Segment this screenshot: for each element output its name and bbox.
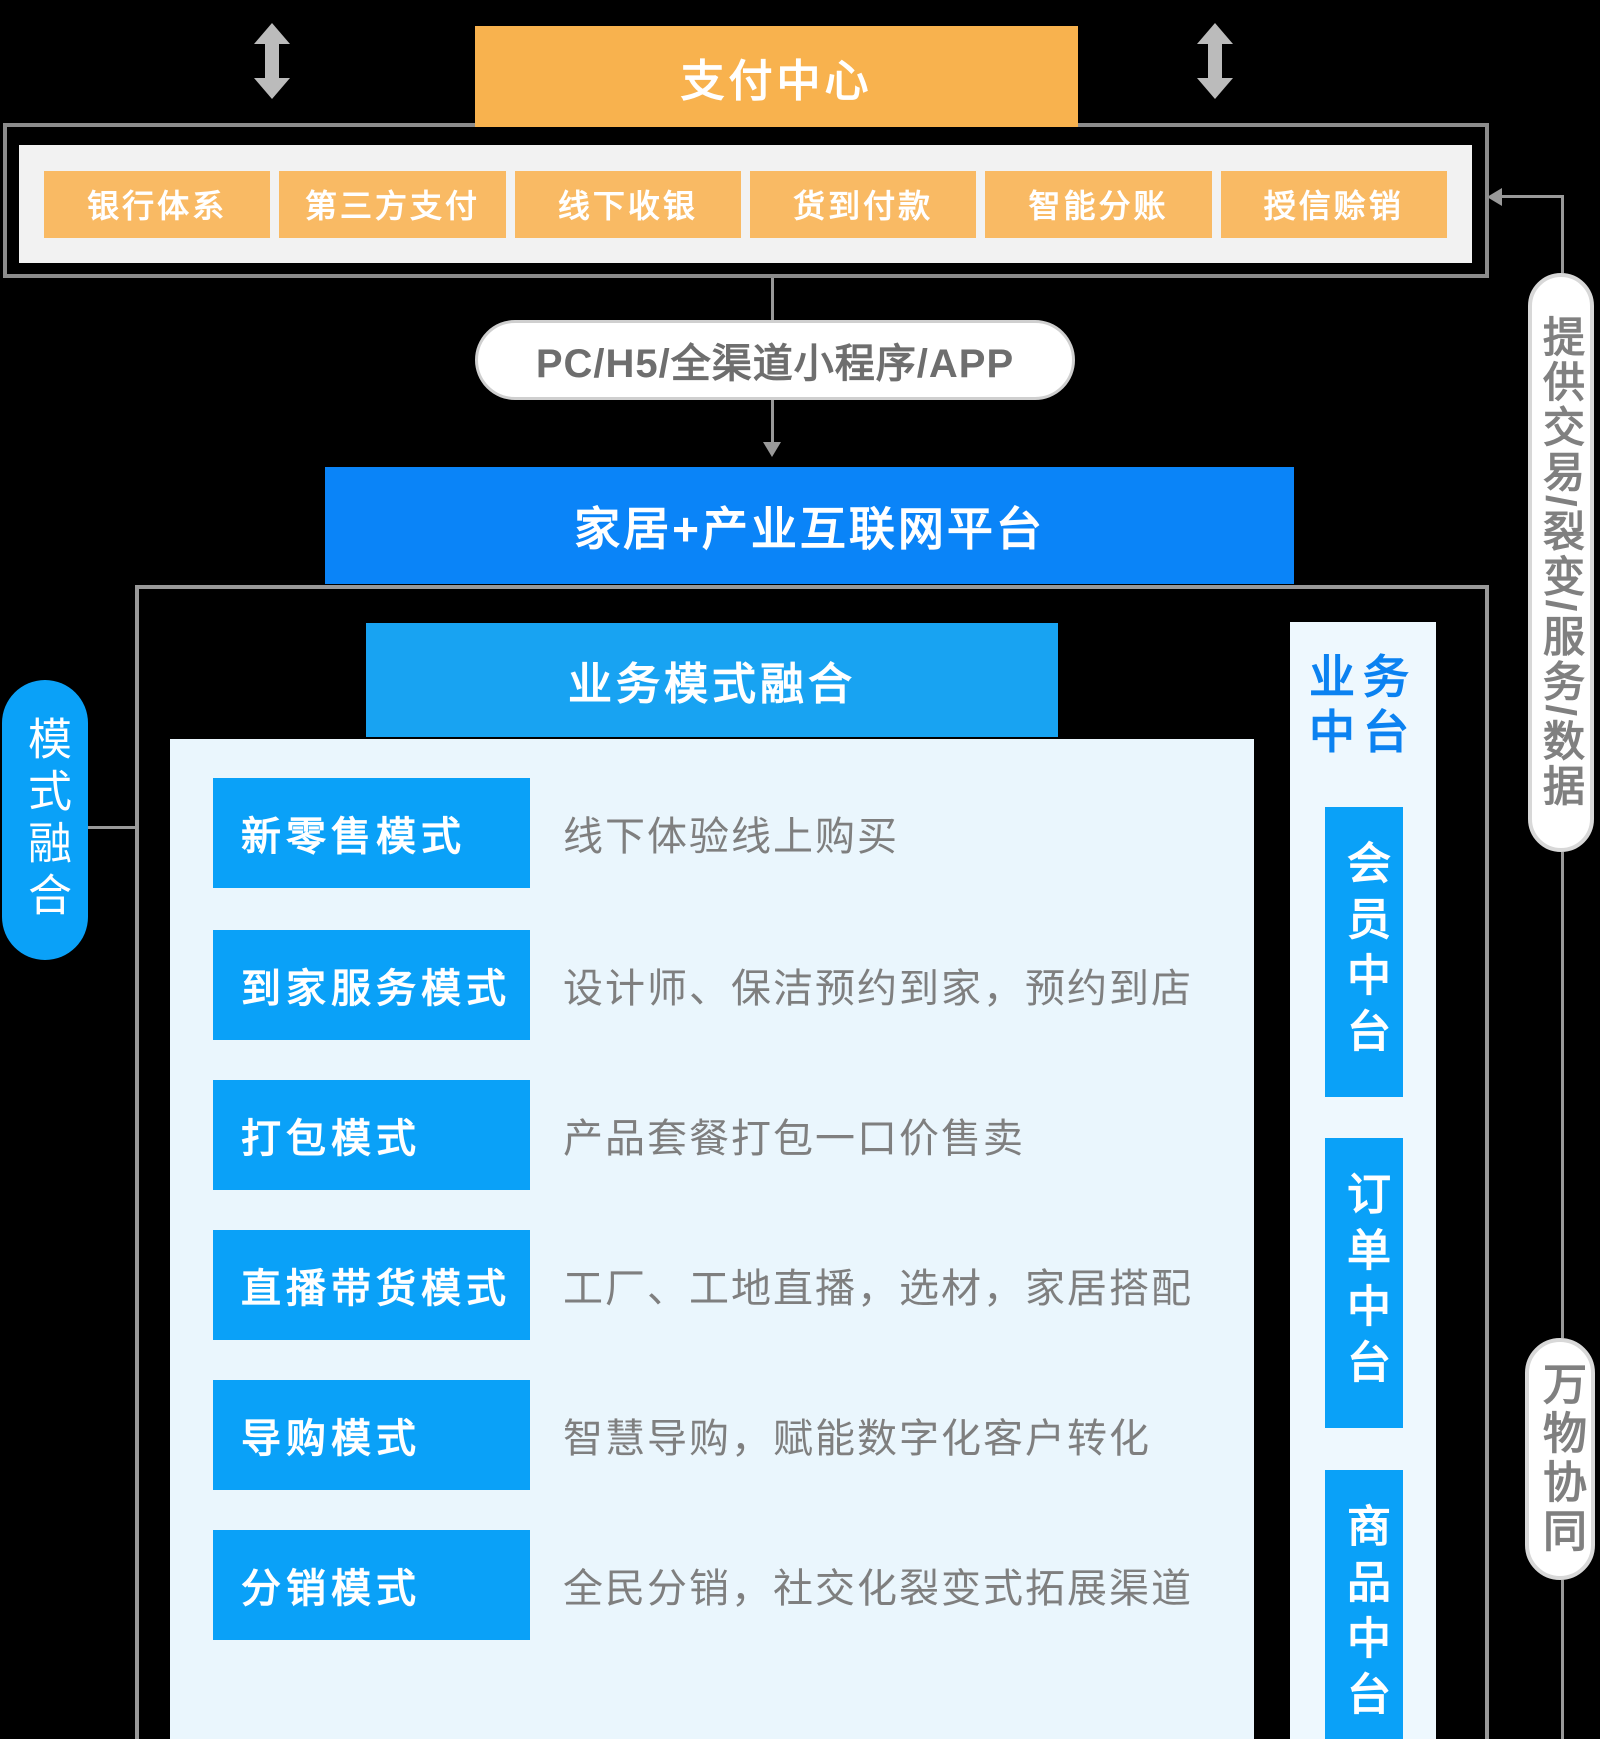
payment-method-item: 银行体系 [44, 170, 271, 238]
channel-pill: PC/H5/全渠道小程序/APP [475, 320, 1075, 400]
platform-banner: 家居+产业互联网平台 [325, 467, 1294, 584]
middle-platform-item: 订单中台 [1325, 1138, 1403, 1428]
all-things-synergy-pill: 万物协同 [1525, 1338, 1595, 1580]
mode-row: 导购模式智慧导购，赋能数字化客户转化 [213, 1380, 1151, 1490]
mode-row: 直播带货模式工厂、工地直播，选材，家居搭配 [213, 1230, 1193, 1340]
mode-description: 产品套餐打包一口价售卖 [563, 1117, 1025, 1161]
payment-method-item: 线下收银 [514, 170, 741, 238]
mode-fusion-pill: 模式融合 [2, 680, 88, 960]
main-container [135, 585, 1489, 1739]
mode-label: 导购模式 [213, 1380, 530, 1490]
mode-label: 分销模式 [213, 1530, 530, 1640]
payment-method-item: 授信赊销 [1220, 170, 1447, 238]
connector-line [1500, 195, 1562, 198]
mode-row: 分销模式全民分销，社交化裂变式拓展渠道 [213, 1530, 1193, 1640]
mode-label: 直播带货模式 [213, 1230, 530, 1340]
mode-label: 到家服务模式 [213, 930, 530, 1040]
payment-method-item: 第三方支付 [279, 170, 506, 238]
payment-methods-panel: 银行体系第三方支付线下收银货到付款智能分账授信赊销 [19, 145, 1472, 263]
connector-line [1561, 1580, 1564, 1739]
middle-platform-item: 会员中台 [1325, 807, 1403, 1097]
mode-row: 到家服务模式设计师、保洁预约到家，预约到店 [213, 930, 1193, 1040]
mode-row: 打包模式产品套餐打包一口价售卖 [213, 1080, 1025, 1190]
business-fusion-header: 业务模式融合 [366, 623, 1058, 737]
middle-platform-title: 业务中台 [1309, 651, 1417, 759]
double-vertical-arrow-icon [254, 23, 290, 99]
payment-center-box: 支付中心 [475, 26, 1078, 127]
mode-description: 智慧导购，赋能数字化客户转化 [563, 1417, 1151, 1461]
payment-method-item: 智能分账 [985, 170, 1212, 238]
middle-platform-panel: 业务中台 会员中台订单中台商品中台 [1290, 622, 1436, 1739]
mode-description: 线下体验线上购买 [563, 815, 899, 859]
mode-description: 设计师、保洁预约到家，预约到店 [563, 967, 1193, 1011]
connector-line [771, 278, 774, 320]
mode-label: 打包模式 [213, 1080, 530, 1190]
mode-label: 新零售模式 [213, 778, 530, 888]
mode-row: 新零售模式线下体验线上购买 [213, 778, 899, 888]
business-modes-panel: 新零售模式线下体验线上购买到家服务模式设计师、保洁预约到家，预约到店打包模式产品… [170, 739, 1254, 1739]
connector-line [1561, 852, 1564, 1338]
connector-line [1561, 195, 1564, 273]
payment-method-item: 货到付款 [749, 170, 977, 238]
mode-description: 工厂、工地直播，选材，家居搭配 [563, 1267, 1193, 1311]
connector-line [88, 826, 135, 829]
mode-description: 全民分销，社交化裂变式拓展渠道 [563, 1567, 1193, 1611]
payment-methods-container [3, 123, 1489, 278]
double-vertical-arrow-icon [1197, 23, 1233, 99]
middle-platform-item: 商品中台 [1325, 1470, 1403, 1739]
down-arrow-icon [763, 442, 781, 457]
left-arrow-icon [1487, 188, 1502, 206]
provide-services-pill: 提供交易/裂变/服务/数据 [1528, 273, 1594, 852]
connector-line [771, 400, 774, 444]
